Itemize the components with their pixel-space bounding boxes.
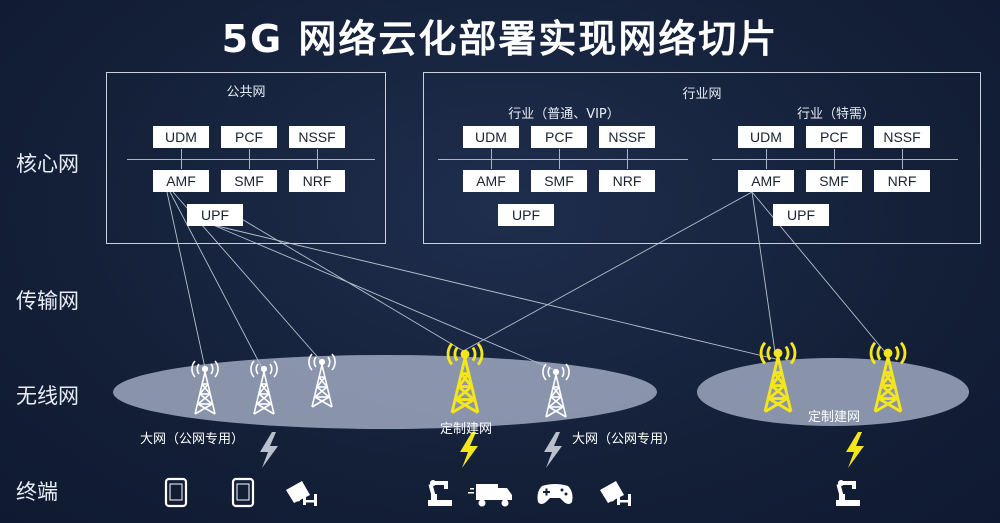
nf-amf[interactable]: AMF xyxy=(153,170,209,192)
layer-label-transport: 传输网 xyxy=(16,289,79,313)
bus-line xyxy=(438,159,688,160)
robot-arm-icon xyxy=(836,480,860,506)
custom-network-caption: 定制建网 xyxy=(808,410,861,425)
nf-amf[interactable]: AMF xyxy=(463,170,519,192)
nf-smf[interactable]: SMF xyxy=(531,170,587,192)
nf-amf[interactable]: AMF xyxy=(738,170,794,192)
public-radio-area xyxy=(113,355,657,429)
layer-label-core: 核心网 xyxy=(16,152,79,176)
nf-nrf[interactable]: NRF xyxy=(874,170,930,192)
tower-icon xyxy=(308,353,336,408)
truck-icon xyxy=(468,484,512,507)
public-panel-title: 公共网 xyxy=(226,85,266,100)
nf-smf[interactable]: SMF xyxy=(221,170,277,192)
nf-link xyxy=(249,149,250,169)
nf-link xyxy=(627,149,628,169)
nf-upf[interactable]: UPF xyxy=(187,204,243,226)
public-network-caption: 大网（公网专用） xyxy=(572,432,677,447)
nf-udm[interactable]: UDM xyxy=(738,126,794,148)
tower-icon xyxy=(542,363,570,418)
nf-link xyxy=(834,149,835,169)
nf-pcf[interactable]: PCF xyxy=(531,126,587,148)
public-network-caption: 大网（公网专用） xyxy=(140,432,245,447)
layer-label-terminal: 终端 xyxy=(16,480,58,504)
custom-network-caption: 定制建网 xyxy=(440,422,493,437)
tablet-icon xyxy=(164,477,188,508)
nf-pcf[interactable]: PCF xyxy=(221,126,277,148)
bus-line xyxy=(712,159,958,160)
custom-tower-icon xyxy=(869,341,907,414)
nf-upf[interactable]: UPF xyxy=(498,204,554,226)
nf-link xyxy=(491,149,492,169)
custom-tower-icon xyxy=(446,342,484,415)
tower-icon xyxy=(250,360,278,415)
lightning-icon xyxy=(260,432,864,468)
tablet-icon xyxy=(231,477,255,508)
nf-link xyxy=(181,149,182,169)
nf-pcf[interactable]: PCF xyxy=(806,126,862,148)
nf-nssf[interactable]: NSSF xyxy=(599,126,655,148)
nf-smf[interactable]: SMF xyxy=(806,170,862,192)
nf-link xyxy=(317,149,318,169)
slice2-title: 行业（特需） xyxy=(796,107,875,122)
industry-network-panel: 行业网 行业（普通、VIP） UDM PCF NSSF AMF SMF NRF … xyxy=(423,72,981,244)
nf-udm[interactable]: UDM xyxy=(153,126,209,148)
nf-link xyxy=(766,149,767,169)
robot-arm-icon xyxy=(428,480,452,506)
nf-nssf[interactable]: NSSF xyxy=(874,126,930,148)
slice1-title: 行业（普通、VIP） xyxy=(508,107,620,122)
nf-udm[interactable]: UDM xyxy=(463,126,519,148)
tower-icon xyxy=(191,360,219,415)
public-network-panel: 公共网 UDM PCF NSSF AMF SMF NRF UPF xyxy=(106,72,386,244)
nf-nrf[interactable]: NRF xyxy=(599,170,655,192)
custom-tower-icon xyxy=(759,341,797,414)
bus-line xyxy=(127,159,375,160)
industry-panel-title: 行业网 xyxy=(682,87,722,102)
nf-link xyxy=(902,149,903,169)
gamepad-icon xyxy=(537,484,573,504)
nf-nrf[interactable]: NRF xyxy=(289,170,345,192)
camera-icon xyxy=(600,481,631,506)
page-title: 5G 网络云化部署实现网络切片 xyxy=(221,17,779,61)
layer-label-radio: 无线网 xyxy=(16,384,79,408)
nf-upf[interactable]: UPF xyxy=(773,204,829,226)
camera-icon xyxy=(286,481,317,506)
nf-link xyxy=(559,149,560,169)
nf-nssf[interactable]: NSSF xyxy=(289,126,345,148)
